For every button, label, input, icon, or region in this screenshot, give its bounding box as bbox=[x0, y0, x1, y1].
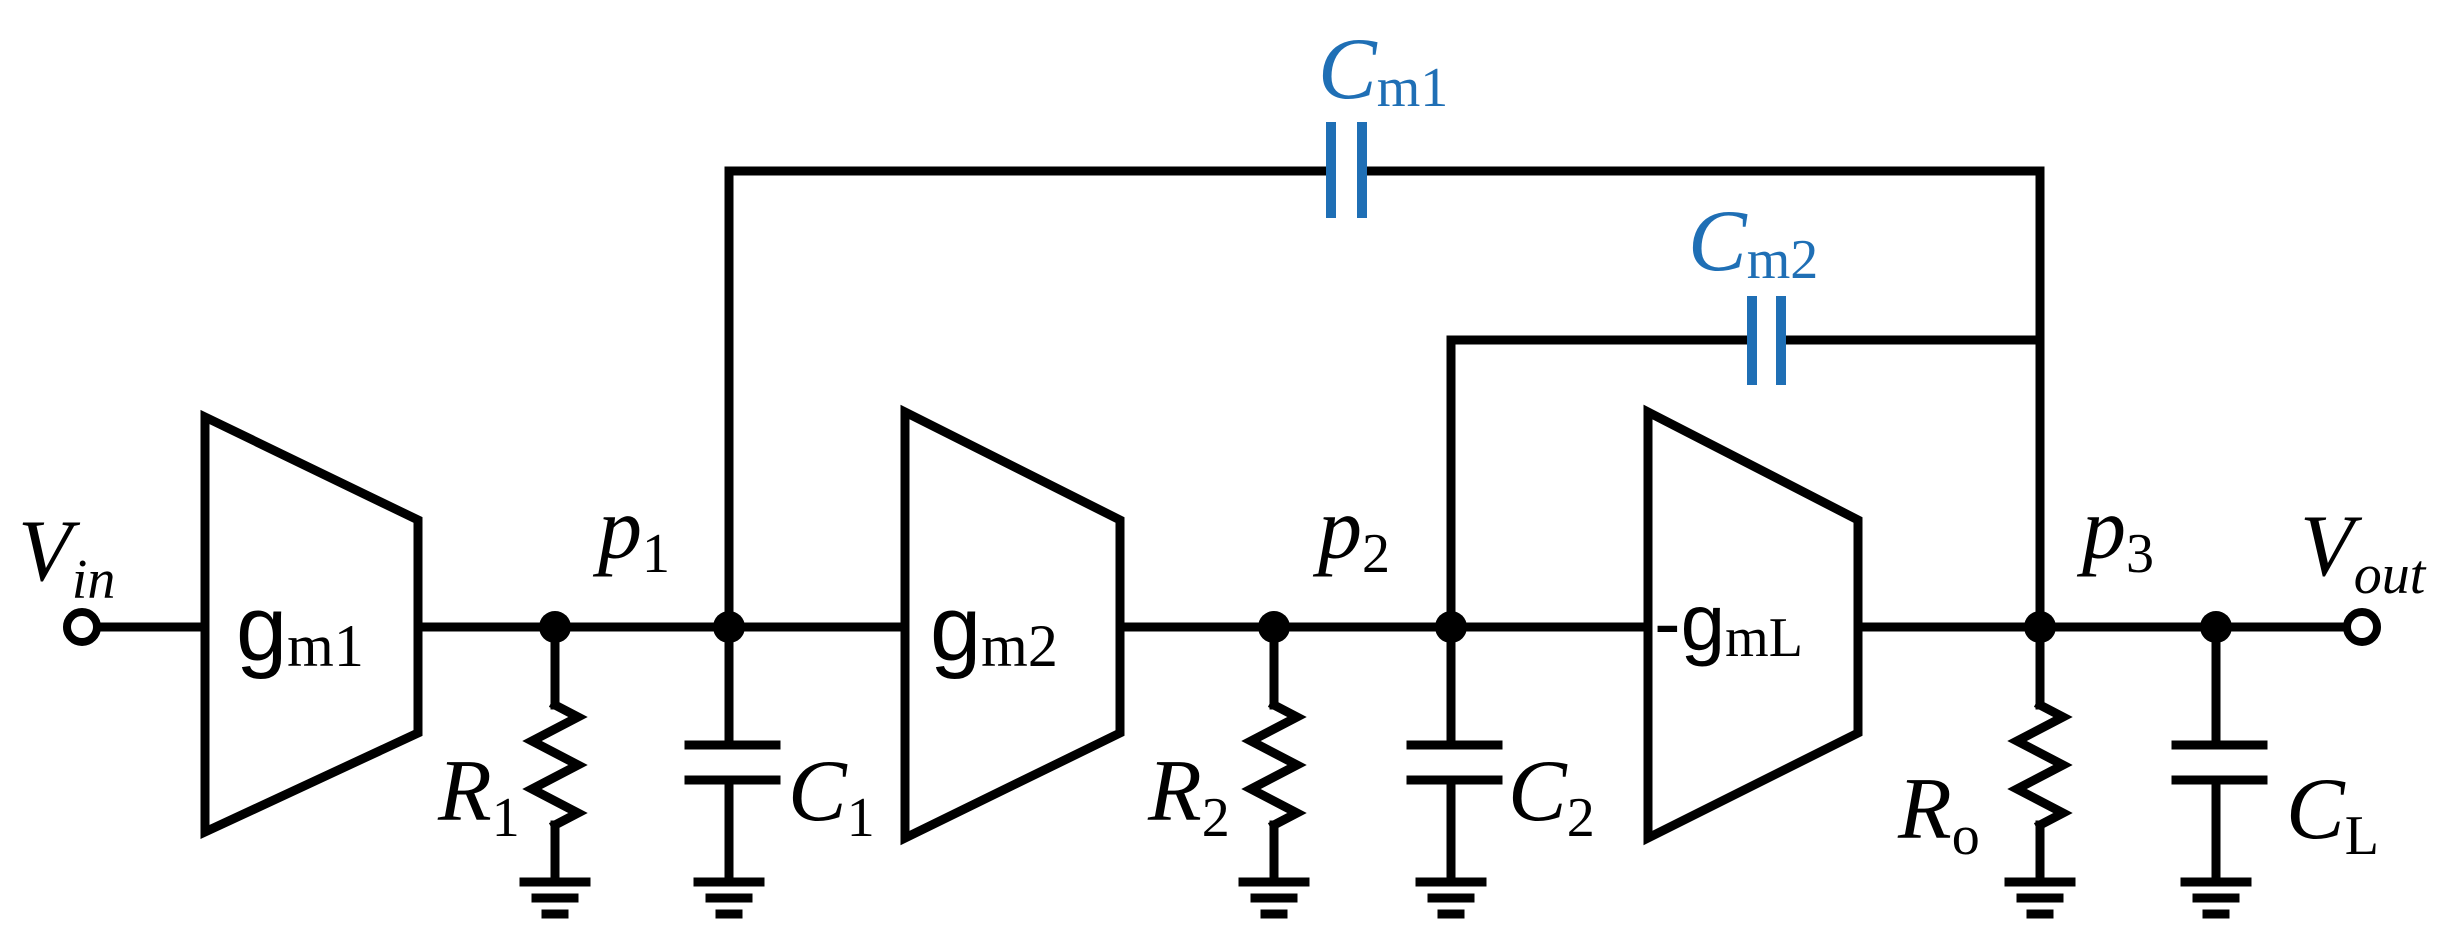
resistor-ro bbox=[2007, 622, 2073, 885]
junction-dot bbox=[539, 611, 571, 643]
stage-gm1 bbox=[200, 409, 423, 840]
node-p1-label: p1 bbox=[592, 481, 670, 585]
resistor-ro-label: Ro bbox=[1897, 761, 1980, 867]
stage-gm2-label: gm2 bbox=[930, 578, 1058, 680]
junction-dot bbox=[2024, 611, 2056, 643]
output-label: Vout bbox=[2300, 498, 2427, 606]
capacitor-cl bbox=[2171, 622, 2268, 885]
stage-gmL bbox=[1643, 404, 1863, 846]
miller-cap-cm2 bbox=[1747, 296, 1786, 385]
output-terminal bbox=[2343, 608, 2381, 646]
junction-dot bbox=[1258, 611, 1290, 643]
node-p2-label: p2 bbox=[1312, 481, 1390, 585]
capacitor-c2 bbox=[1406, 622, 1503, 885]
node-p3-label: p3 bbox=[2076, 481, 2154, 585]
wire-cm2-feedback bbox=[1446, 335, 1755, 632]
miller-cap-cm2-label: Cm2 bbox=[1688, 193, 1818, 291]
ground-icon bbox=[693, 877, 765, 919]
ground-icon bbox=[2004, 877, 2076, 919]
capacitor-cl-label: CL bbox=[2286, 761, 2379, 867]
ground-icon bbox=[1238, 877, 1310, 919]
capacitor-c1 bbox=[684, 622, 781, 885]
ground-icon bbox=[2180, 877, 2252, 919]
capacitor-c1-label: C1 bbox=[788, 743, 875, 849]
resistor-r2 bbox=[1241, 622, 1307, 885]
capacitor-c2-label: C2 bbox=[1508, 743, 1595, 849]
junction-dot bbox=[713, 611, 745, 643]
junction-dot bbox=[2200, 611, 2232, 643]
stage-gml-label: -gmL bbox=[1654, 578, 1803, 669]
resistor-r1 bbox=[522, 622, 588, 885]
resistor-r1-label: R1 bbox=[437, 743, 520, 849]
junction-dot bbox=[1435, 611, 1467, 643]
wire-cm1-feedback bbox=[724, 166, 1336, 632]
miller-cap-cm1 bbox=[1326, 122, 1367, 218]
miller-cap-cm1-label: Cm1 bbox=[1318, 21, 1448, 119]
input-terminal bbox=[63, 608, 101, 646]
wire-cm1-return bbox=[1364, 166, 2045, 632]
input-label: Vin bbox=[18, 503, 115, 611]
stage-gm1-label: gm1 bbox=[236, 578, 364, 680]
ground-icon bbox=[1415, 877, 1487, 919]
ground-icon bbox=[519, 877, 591, 919]
resistor-r2-label: R2 bbox=[1147, 743, 1230, 849]
stage-gm2 bbox=[900, 404, 1125, 846]
